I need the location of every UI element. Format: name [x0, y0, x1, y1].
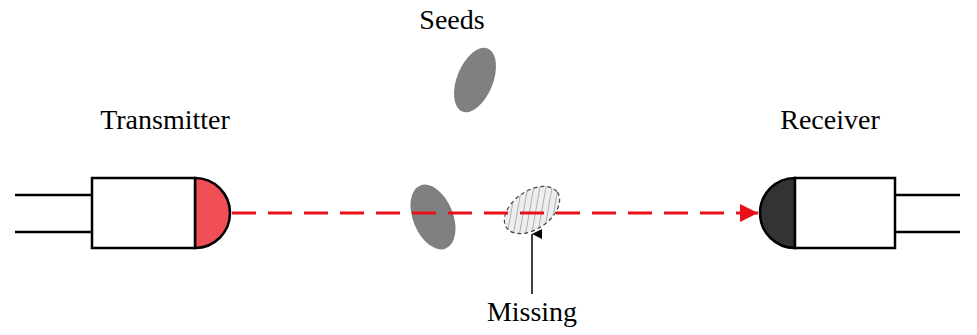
seed	[446, 42, 505, 119]
emitter-dome	[195, 178, 230, 248]
led-body	[92, 178, 195, 248]
lead	[895, 194, 960, 197]
light-beam	[232, 212, 758, 215]
device-label: Transmitter	[100, 104, 230, 136]
detector-dome	[760, 178, 795, 248]
led-body	[795, 178, 895, 248]
device-label: Receiver	[780, 104, 880, 136]
missing-label: Missing	[487, 296, 577, 328]
lead	[15, 231, 92, 234]
receiver-led: Receiver	[745, 100, 965, 250]
seed	[402, 178, 465, 256]
leader-arrow	[531, 234, 533, 294]
lead	[15, 194, 92, 197]
lead	[895, 231, 960, 234]
seeds-label: Seeds	[419, 4, 484, 36]
transmitter-led: Transmitter	[10, 100, 270, 250]
missing-seed	[496, 177, 569, 244]
